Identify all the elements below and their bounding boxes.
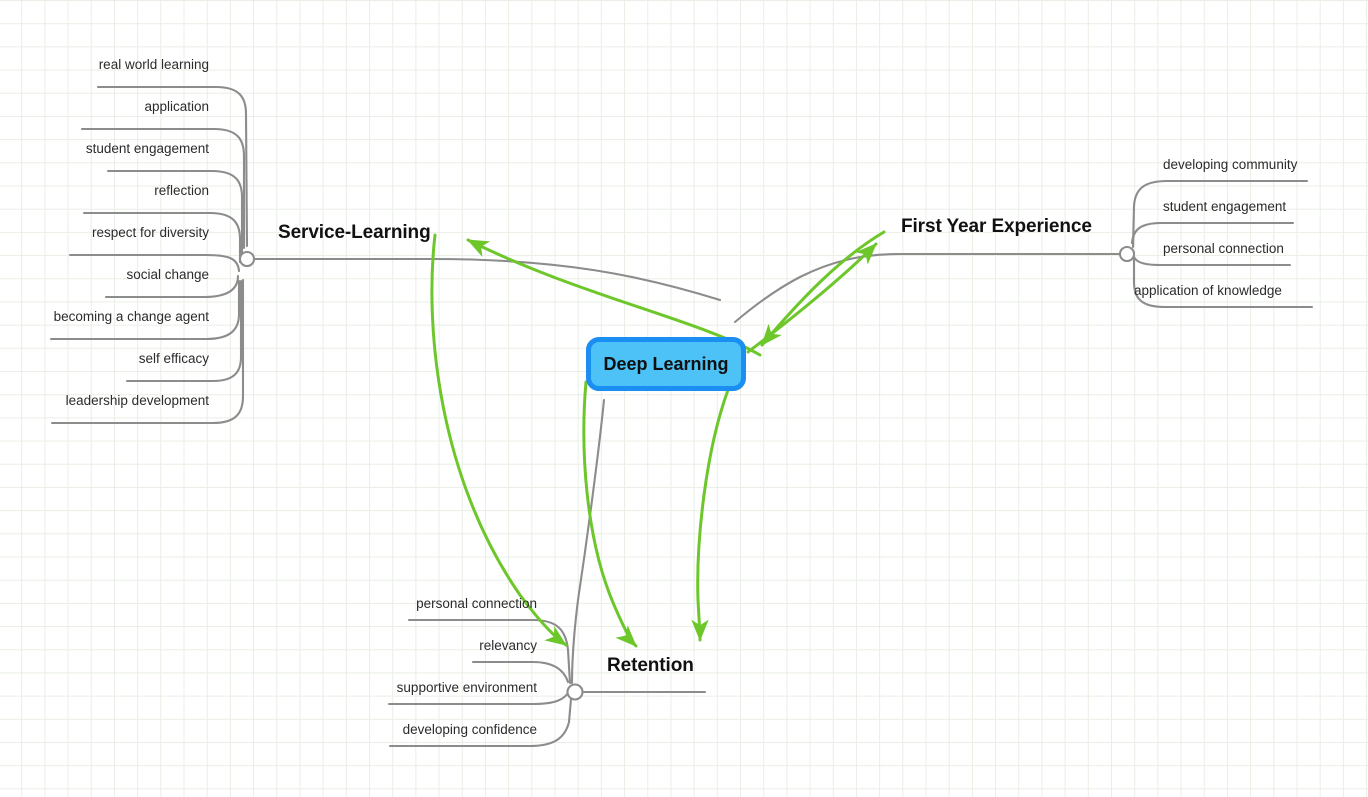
sub-item-real-world-learning[interactable]: real world learning — [98, 57, 209, 72]
sub-item-leadership-development[interactable]: leadership development — [65, 393, 209, 408]
sub-item-becoming-a-change-agent[interactable]: becoming a change agent — [53, 309, 209, 324]
branch-label-service-learning[interactable]: Service-Learning — [278, 222, 431, 243]
sub-item-self-efficacy[interactable]: self efficacy — [138, 351, 209, 366]
sub-item-relevancy[interactable]: relevancy — [479, 638, 537, 653]
sub-item-student-engagement[interactable]: student engagement — [85, 141, 209, 156]
sub-item-reflection[interactable]: reflection — [154, 183, 209, 198]
sub-item-respect-for-diversity[interactable]: respect for diversity — [91, 225, 209, 240]
sub-item-developing-confidence[interactable]: developing confidence — [402, 722, 537, 737]
link-first-year-experience-to-deep-learning — [760, 230, 886, 347]
link-deep-learning-to-first-year-experience — [746, 242, 878, 354]
cross-links — [430, 230, 886, 648]
center-node-label: Deep Learning — [603, 353, 729, 374]
branch-label-first-year-experience[interactable]: First Year Experience — [901, 216, 1092, 237]
branch-label-retention[interactable]: Retention — [607, 655, 694, 676]
link-service-learning-to-retention — [430, 233, 568, 647]
sub-item-retention-personal-connection[interactable]: personal connection — [416, 596, 537, 611]
sub-item-supportive-environment[interactable]: supportive environment — [396, 680, 537, 695]
sub-item-social-change[interactable]: social change — [126, 267, 209, 282]
link-first-year-experience-to-retention — [691, 388, 730, 642]
sub-item-fye-student-engagement[interactable]: student engagement — [1163, 199, 1287, 214]
sub-item-application-of-knowledge[interactable]: application of knowledge — [1134, 283, 1282, 298]
sub-item-developing-community[interactable]: developing community — [1163, 157, 1298, 172]
sub-item-fye-personal-connection[interactable]: personal connection — [1163, 241, 1284, 256]
sub-item-application[interactable]: application — [144, 99, 209, 114]
link-deep-learning-to-retention — [582, 380, 638, 648]
center-node-deep-learning[interactable]: Deep Learning — [586, 337, 746, 391]
